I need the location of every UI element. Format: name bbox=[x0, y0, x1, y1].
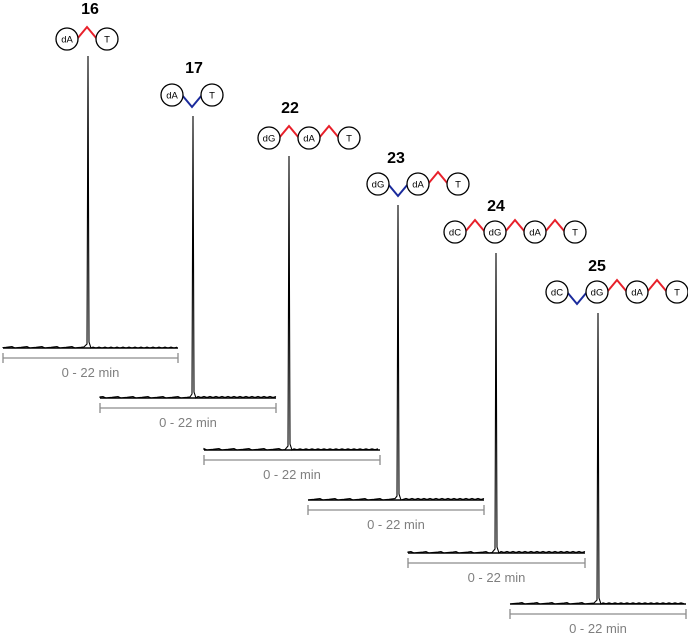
node-label: T bbox=[104, 35, 110, 46]
node-label: dA bbox=[303, 134, 315, 145]
linkage-red bbox=[646, 278, 668, 293]
node-label: T bbox=[674, 288, 680, 299]
node-circle bbox=[297, 126, 321, 150]
linkage-red bbox=[318, 124, 340, 139]
chromatogram-panel-23: 23 dG dA T 0 - 22 min bbox=[307, 150, 485, 532]
node-circle bbox=[257, 126, 281, 150]
node-circle bbox=[446, 172, 470, 196]
node-circle bbox=[95, 27, 119, 51]
chromatogram-panel-24: 24 dC dG dA T 0 - 22 min bbox=[407, 198, 587, 585]
chromatogram-panel-25: 25 dC dG dA T 0 - 22 min bbox=[509, 258, 688, 636]
compound-label: 17 bbox=[185, 60, 203, 77]
node-circle bbox=[665, 280, 688, 304]
node-label: dA bbox=[529, 228, 541, 239]
node-circle bbox=[585, 280, 609, 304]
time-range-label: 0 - 22 min bbox=[569, 621, 627, 636]
time-range-label: 0 - 22 min bbox=[62, 365, 120, 380]
node-label: dA bbox=[412, 180, 424, 191]
node-circle bbox=[366, 172, 390, 196]
linkage-red bbox=[464, 218, 486, 233]
node-label: dC bbox=[449, 228, 461, 239]
time-range-bar bbox=[99, 403, 277, 413]
structure-diagram: dG dA T bbox=[257, 124, 361, 150]
time-range-bar bbox=[2, 353, 179, 363]
node-circle bbox=[406, 172, 430, 196]
time-range-bar bbox=[509, 609, 687, 619]
time-range-bar bbox=[203, 455, 381, 465]
time-range-label: 0 - 22 min bbox=[367, 517, 425, 532]
node-label: dG bbox=[372, 180, 385, 191]
node-circle bbox=[625, 280, 649, 304]
linkage-red bbox=[544, 218, 566, 233]
compound-label: 24 bbox=[487, 198, 505, 215]
linkage-red bbox=[278, 124, 300, 139]
node-circle bbox=[160, 83, 184, 107]
node-label: T bbox=[455, 180, 461, 191]
time-range-label: 0 - 22 min bbox=[159, 415, 217, 430]
node-label: dG bbox=[591, 288, 604, 299]
time-range-label: 0 - 22 min bbox=[263, 467, 321, 482]
chromatogram-trace bbox=[509, 312, 685, 605]
chromatogram-panel-17: 17 dA T 0 - 22 min bbox=[99, 60, 277, 430]
node-circle bbox=[545, 280, 569, 304]
chromatogram-panel-16: 16 dA T 0 - 22 min bbox=[2, 1, 179, 380]
node-label: dA bbox=[61, 35, 73, 46]
linkage-blue bbox=[387, 183, 409, 198]
node-circle bbox=[200, 83, 224, 107]
node-circle bbox=[55, 27, 79, 51]
linkage-red bbox=[504, 218, 526, 233]
node-label: dA bbox=[631, 288, 643, 299]
chromatogram-trace bbox=[2, 55, 178, 349]
node-circle bbox=[523, 220, 547, 244]
linkage-red bbox=[76, 25, 98, 40]
linkage-red bbox=[606, 278, 628, 293]
node-label: dG bbox=[489, 228, 502, 239]
structure-diagram: dA T bbox=[160, 83, 224, 109]
node-label: T bbox=[209, 91, 215, 102]
time-range-bar bbox=[307, 505, 485, 515]
structure-diagram: dC dG dA T bbox=[443, 218, 587, 244]
structure-diagram: dA T bbox=[55, 25, 119, 51]
time-range-bar bbox=[407, 558, 586, 568]
compound-label: 23 bbox=[387, 150, 405, 167]
node-label: dG bbox=[263, 134, 276, 145]
linkage-red bbox=[427, 170, 449, 185]
node-circle bbox=[337, 126, 361, 150]
chromatogram-trace bbox=[307, 204, 485, 501]
node-circle bbox=[443, 220, 467, 244]
compound-label: 25 bbox=[588, 258, 606, 275]
compound-label: 16 bbox=[81, 1, 99, 18]
node-label: T bbox=[572, 228, 578, 239]
node-label: dA bbox=[166, 91, 178, 102]
compound-label: 22 bbox=[281, 100, 299, 117]
structure-diagram: dC dG dA T bbox=[545, 278, 688, 306]
linkage-blue bbox=[181, 94, 203, 109]
node-label: dC bbox=[551, 288, 563, 299]
linkage-blue bbox=[566, 291, 588, 306]
node-label: T bbox=[346, 134, 352, 145]
chromatogram-trace bbox=[203, 155, 379, 451]
chromatogram-trace bbox=[99, 115, 277, 399]
time-range-label: 0 - 22 min bbox=[468, 570, 526, 585]
node-circle bbox=[483, 220, 507, 244]
chromatogram-panel-22: 22 dG dA T 0 - 22 min bbox=[203, 100, 381, 482]
node-circle bbox=[563, 220, 587, 244]
structure-diagram: dG dA T bbox=[366, 170, 470, 198]
